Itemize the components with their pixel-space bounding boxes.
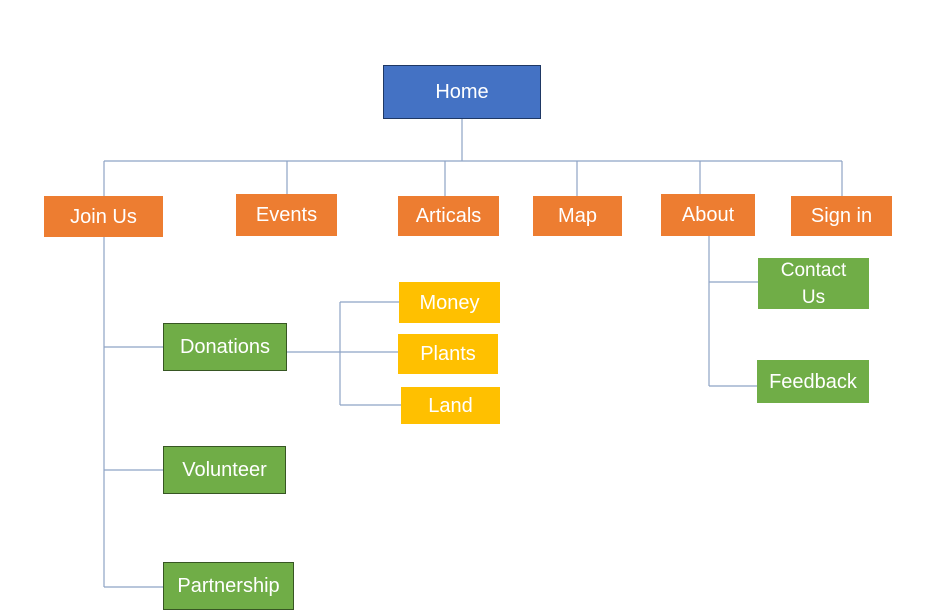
feedback-node: Feedback bbox=[757, 360, 869, 403]
donations-node: Donations bbox=[163, 323, 287, 371]
contact-us-node: Contact Us bbox=[758, 258, 869, 309]
events-node: Events bbox=[236, 194, 337, 236]
about-node: About bbox=[661, 194, 755, 236]
plants-node: Plants bbox=[398, 334, 498, 374]
money-node: Money bbox=[399, 282, 500, 323]
partnership-node: Partnership bbox=[163, 562, 294, 610]
sign-in-node: Sign in bbox=[791, 196, 892, 236]
volunteer-node: Volunteer bbox=[163, 446, 286, 494]
land-node: Land bbox=[401, 387, 500, 424]
map-node: Map bbox=[533, 196, 622, 236]
articals-node: Articals bbox=[398, 196, 499, 236]
home-node: Home bbox=[383, 65, 541, 119]
join-us-node: Join Us bbox=[44, 196, 163, 237]
